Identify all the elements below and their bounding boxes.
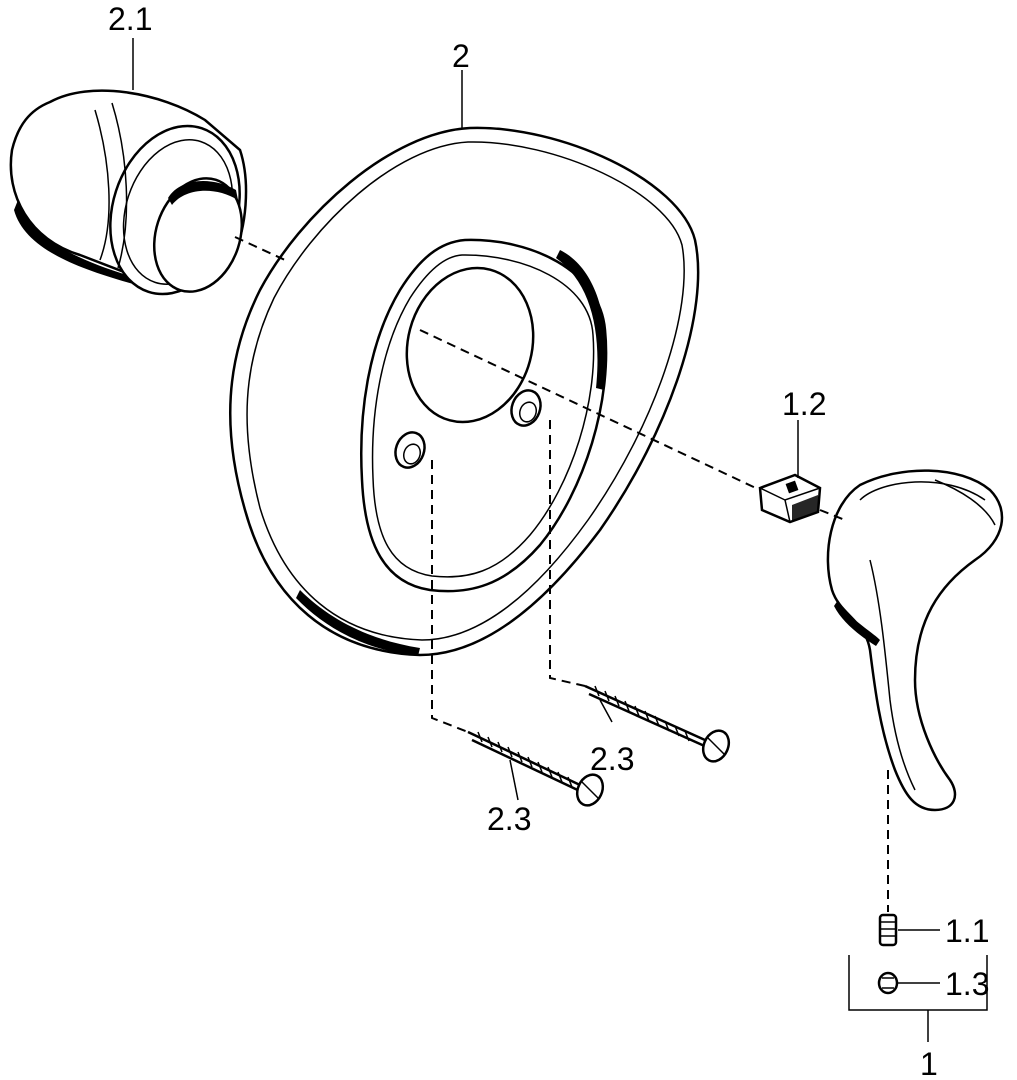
set-screw-part	[878, 913, 898, 947]
label-handle-assembly: 1	[920, 1046, 938, 1080]
leader-lines	[132, 38, 988, 1042]
label-screw-left: 2.3	[487, 801, 531, 837]
label-cap: 1.3	[945, 966, 989, 1002]
adapter-block	[758, 473, 822, 524]
screw-right	[584, 684, 731, 763]
label-escutcheon: 2	[452, 38, 470, 74]
label-set-screw: 1.1	[945, 913, 989, 949]
sleeve-part	[9, 89, 248, 296]
escutcheon-plate	[228, 126, 700, 657]
cap-part	[877, 971, 899, 995]
label-adapter: 1.2	[782, 386, 826, 422]
screw-left	[467, 730, 605, 807]
label-screw-right: 2.3	[590, 741, 634, 777]
assembly-lines	[234, 236, 889, 912]
lever-handle	[826, 469, 1004, 812]
label-sleeve: 2.1	[108, 1, 152, 37]
